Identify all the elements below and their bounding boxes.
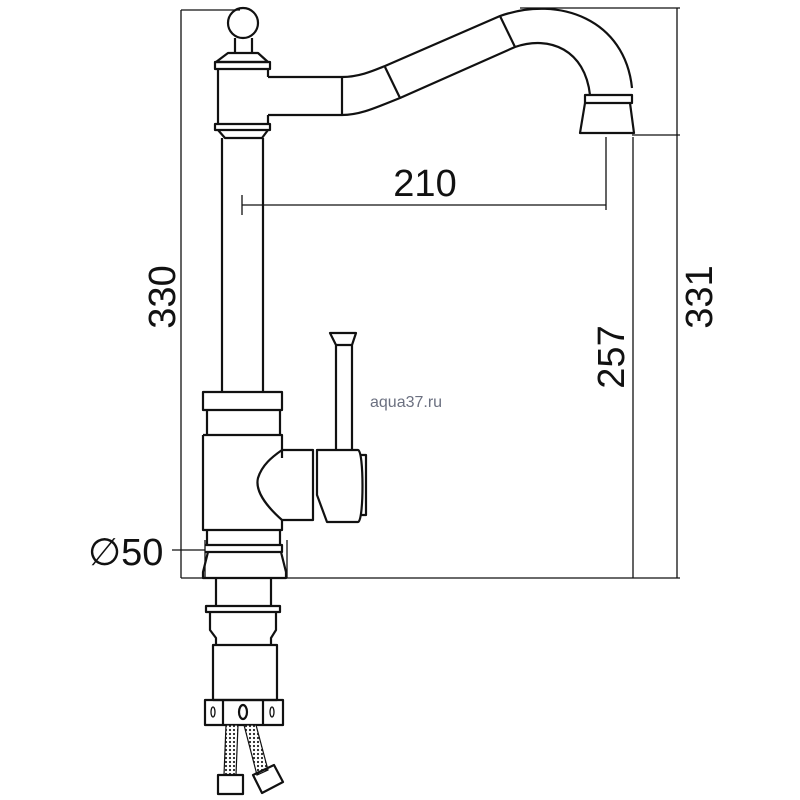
watermark: aqua37.ru [370,394,442,411]
dim-label-257: 257 [591,325,633,388]
spout-aerator [578,93,636,135]
handle-hub [315,448,368,524]
valve-cartridge [256,448,315,522]
mounting-shank [204,578,282,702]
dimension-lines [172,7,680,579]
valve-body [201,390,284,532]
spout [268,7,634,117]
knob-neck [214,38,270,64]
hex-nut [203,698,285,727]
dim-label-331: 331 [679,265,721,328]
nut-slot [237,703,249,721]
supply-hose-left [223,724,239,776]
faucet [201,6,636,796]
dim-label-210: 210 [393,163,456,205]
top-knob [226,6,260,40]
dim-label-330: 330 [142,265,184,328]
body-column [220,138,265,392]
lever-handle [328,331,358,450]
dim-label-diameter: ∅50 [88,532,163,574]
base-flange [201,530,288,580]
head-collar [213,60,272,140]
supply-hose-right [243,724,269,776]
dim-line-331 [520,7,680,578]
dim-line-210 [241,137,607,215]
hose-fitting-left [216,773,245,796]
spout-joints [340,15,516,115]
hose-fitting-right [251,763,285,795]
